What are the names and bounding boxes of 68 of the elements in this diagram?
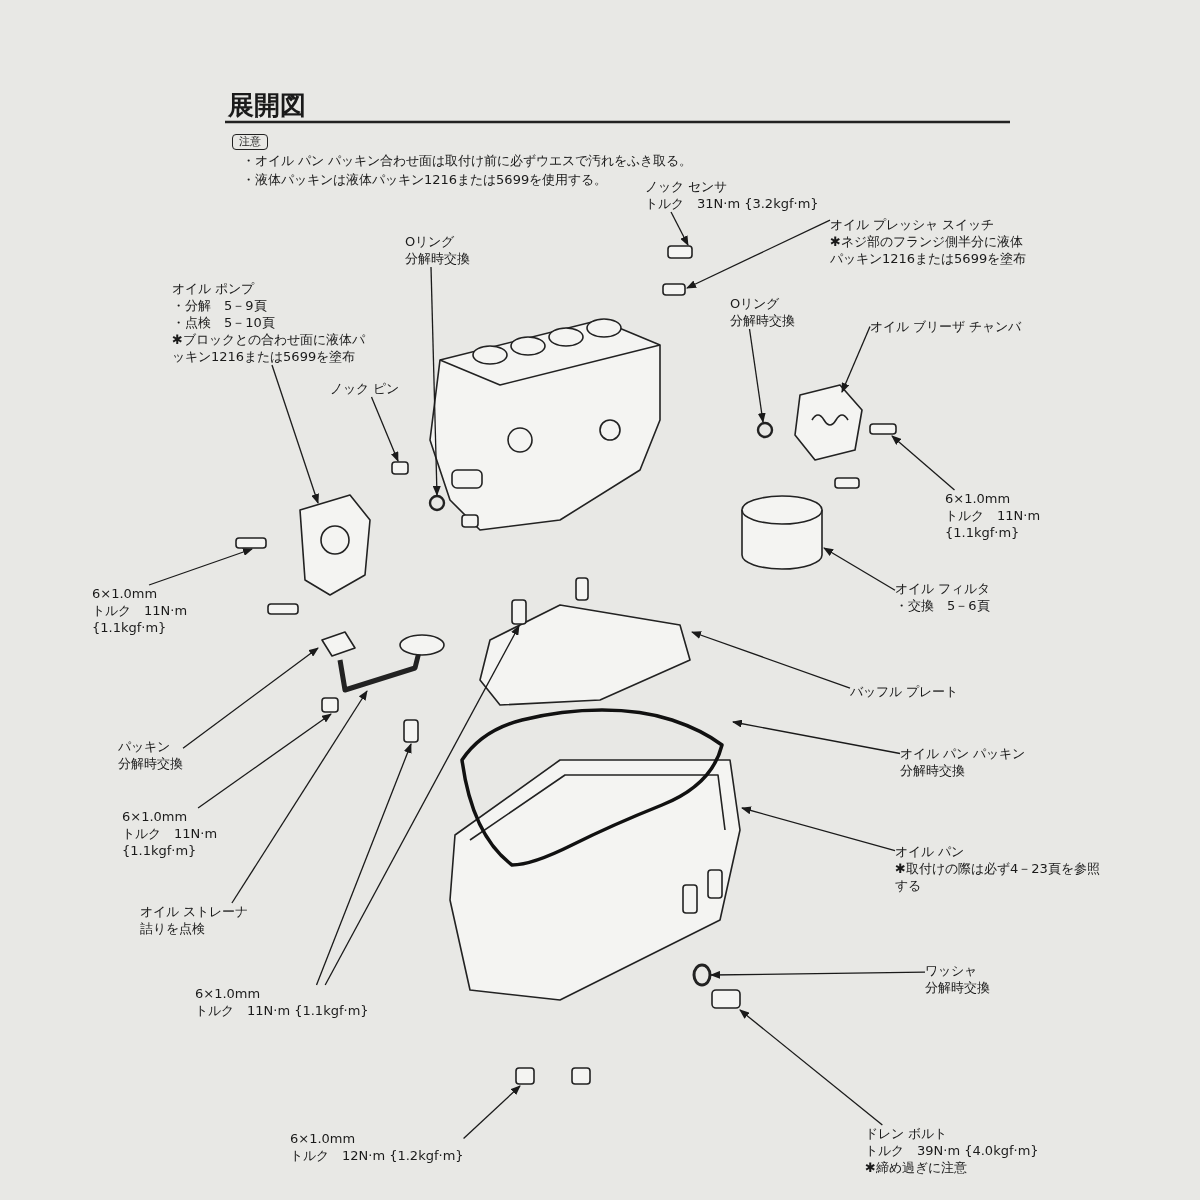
part-label: ✱ネジ部のフランジ側半分に液体パッキン1216または5699を塗布 — [830, 233, 1028, 267]
leader-line — [686, 219, 831, 289]
leader-line — [231, 690, 368, 904]
part-label: トルク 11N·m — [945, 507, 1041, 524]
leader-line — [370, 396, 399, 462]
part-label: Oリング — [730, 295, 781, 312]
leader-line — [891, 435, 956, 491]
leader-line — [670, 211, 689, 246]
leader-line — [462, 1085, 521, 1140]
part-label: トルク 39N·m {4.0kgf·m} — [865, 1142, 1039, 1159]
part-label: 6×1.0mm — [122, 808, 189, 825]
note-text: ・オイル パン パッキン合わせ面は取付け前に必ずウエスで汚れをふき取る。 — [242, 152, 693, 170]
part-label: 分解時交換 — [730, 312, 795, 329]
part-label: トルク 31N·m {3.2kgf·m} — [645, 195, 819, 212]
caution-tag: 注意 — [232, 134, 268, 150]
leader-line — [732, 719, 901, 755]
leader-line — [823, 547, 896, 591]
leader-line — [315, 743, 412, 986]
part-label: オイル パン — [895, 843, 966, 860]
part-label: バッフル プレート — [850, 683, 959, 700]
part-label: Oリング — [405, 233, 456, 250]
part-label: 詰りを点検 — [140, 920, 206, 937]
leader-line — [841, 325, 871, 393]
note-text: ・液体パッキンは液体パッキン1216または5699を使用する。 — [242, 171, 608, 189]
part-label: ・点検 5－10頁 — [172, 314, 276, 331]
part-label: ワッシャ — [925, 962, 978, 979]
part-label: オイル プレッシャ スイッチ — [830, 216, 996, 233]
part-label: トルク 11N·m — [122, 825, 218, 842]
part-label: 6×1.0mm — [195, 985, 262, 1002]
part-label: 6×1.0mm — [92, 585, 159, 602]
part-label: トルク 11N·m — [92, 602, 188, 619]
part-label: ドレン ボルト — [865, 1125, 949, 1142]
leader-line — [710, 970, 926, 979]
leader-line — [739, 1009, 883, 1126]
leader-line — [430, 266, 441, 496]
part-label: 分解時交換 — [925, 979, 990, 996]
part-label: ・交換 5－6頁 — [895, 597, 991, 614]
part-label: 分解時交換 — [405, 250, 470, 267]
leader-line — [197, 713, 332, 809]
part-label: トルク 11N·m {1.1kgf·m} — [195, 1002, 369, 1019]
part-label: 6×1.0mm — [945, 490, 1012, 507]
leader-line — [691, 631, 851, 689]
part-label: ✱取付けの際は必ず4－23頁を参照する — [895, 860, 1101, 894]
part-label: オイル ポンプ — [172, 280, 256, 297]
part-label: オイル ストレーナ — [140, 903, 249, 920]
leader-line — [182, 647, 319, 749]
part-label: ✱締め過ぎに注意 — [865, 1159, 968, 1176]
leader-line — [748, 328, 766, 423]
part-label: トルク 12N·m {1.2kgf·m} — [290, 1147, 464, 1164]
page-title: 展開図 — [228, 89, 306, 122]
part-label: ノック センサ — [645, 178, 729, 195]
part-label: ・分解 5－9頁 — [172, 297, 268, 314]
part-label: {1.1kgf·m} — [945, 524, 1021, 541]
part-label: パッキン — [118, 738, 171, 755]
part-label: ✱ブロックとの合わせ面に液体パッキン1216または5699を塗布 — [172, 331, 366, 365]
part-label: オイル フィルタ — [895, 580, 991, 597]
part-label: オイル パン パッキン — [900, 745, 1026, 762]
part-label: オイル ブリーザ チャンバ — [870, 318, 1022, 335]
part-label: ノック ピン — [330, 380, 400, 397]
part-label: {1.1kgf·m} — [122, 842, 198, 859]
leader-line — [741, 806, 896, 852]
part-label: {1.1kgf·m} — [92, 619, 168, 636]
part-label: 6×1.0mm — [290, 1130, 357, 1147]
leader-line — [324, 625, 520, 986]
part-label: 分解時交換 — [900, 762, 966, 779]
leader-line — [271, 364, 319, 504]
part-label: 分解時交換 — [118, 755, 183, 772]
leader-line — [148, 548, 253, 586]
